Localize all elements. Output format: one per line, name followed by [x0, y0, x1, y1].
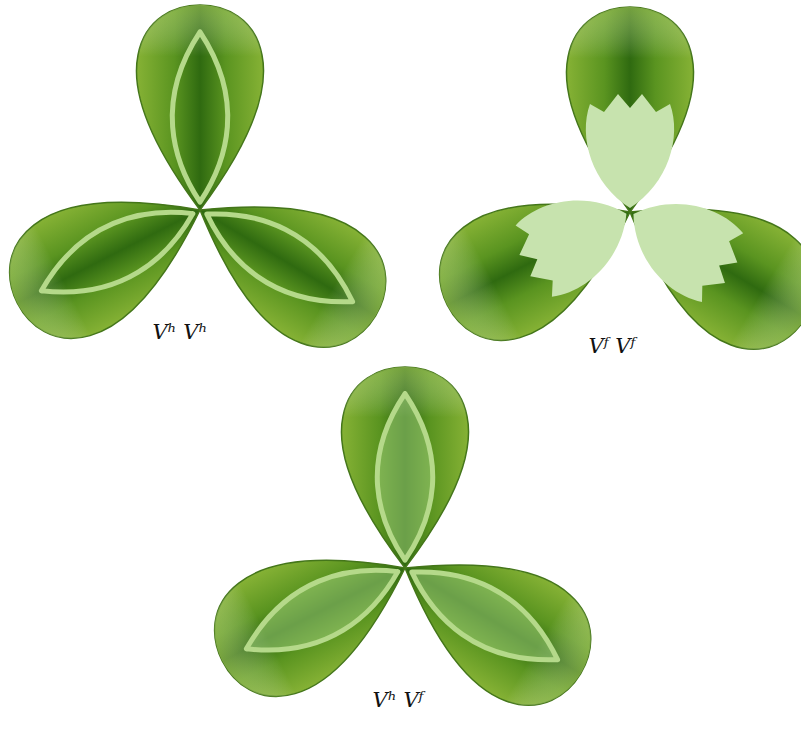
genotype-label: Vʰ Vʰ	[152, 320, 207, 344]
genotype-label: Vᶠ Vᶠ	[589, 334, 636, 358]
clover-vh-vh	[0, 5, 408, 370]
clover-vf-vf	[419, 7, 801, 372]
genotype-label: Vʰ Vᶠ	[373, 688, 424, 712]
clover-vh-vf	[194, 367, 614, 728]
